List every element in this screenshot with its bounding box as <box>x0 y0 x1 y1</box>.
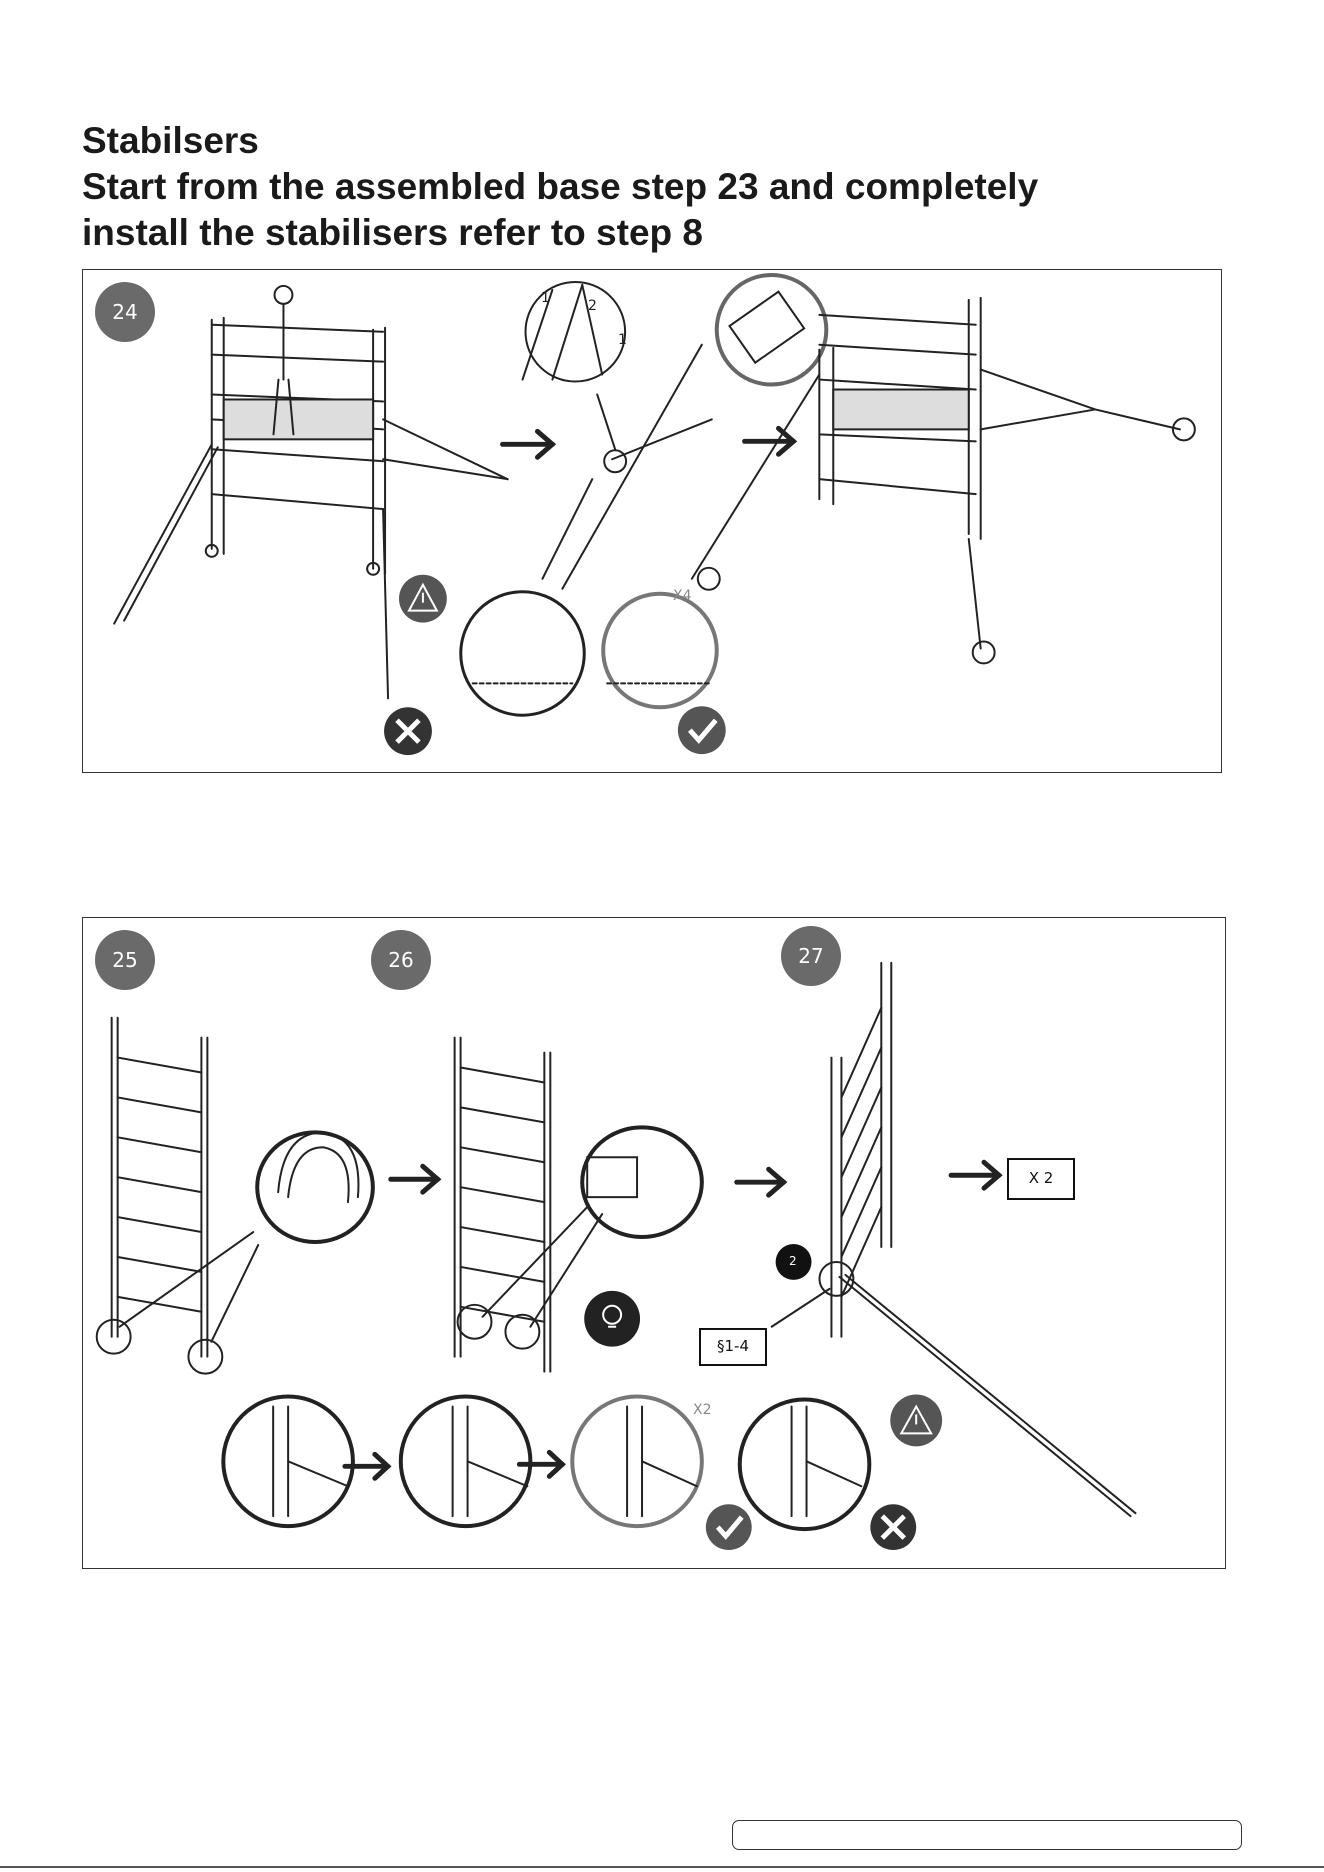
step-badge-25: 25 <box>95 930 155 990</box>
steps-25-27-illustration <box>83 918 1225 1568</box>
ladder-frame-26 <box>455 1038 702 1372</box>
count-box: X 2 <box>1007 1158 1075 1200</box>
heading-line-1: Stabilsers <box>82 118 1242 164</box>
scaffold-tower-right <box>692 298 1195 664</box>
scaffold-tower-left <box>114 286 507 698</box>
footer-box <box>732 1820 1242 1850</box>
callout-number: 2 <box>789 1254 797 1268</box>
step-badge-24: 24 <box>95 282 155 342</box>
cross-icon <box>870 1504 916 1550</box>
multiplier-label: X4 <box>673 588 692 604</box>
check-icon <box>678 706 726 754</box>
check-icon <box>706 1504 752 1550</box>
warning-icon <box>890 1395 942 1447</box>
page-heading: Stabilsers Start from the assembled base… <box>82 118 1242 256</box>
ref-box: §1-4 <box>699 1328 767 1366</box>
multiplier-label: X2 <box>693 1402 712 1418</box>
cross-icon <box>384 707 432 755</box>
arrow-right-icon <box>503 428 794 457</box>
bottom-rule <box>0 1866 1324 1868</box>
heading-line-2: Start from the assembled base step 23 an… <box>82 164 1242 210</box>
foot-detail-correct <box>603 594 717 708</box>
lightbulb-icon <box>584 1291 640 1347</box>
step-24-panel: 24 X4 1 2 1 <box>82 269 1222 773</box>
steps-25-27-panel: 25 26 27 X 2 §1-4 2 X2 <box>82 917 1226 1569</box>
foot-detail-wrong <box>461 592 585 716</box>
detail-number: 1 <box>618 332 627 348</box>
heading-line-3: install the stabilisers refer to step 8 <box>82 210 1242 256</box>
detail-number: 1 <box>541 290 550 306</box>
ladder-frame-25 <box>97 1018 373 1374</box>
ladder-frame-27 <box>772 963 1136 1516</box>
warning-icon <box>399 575 447 623</box>
stabiliser-parts <box>523 282 712 589</box>
step-24-illustration <box>83 270 1221 772</box>
step-badge-26: 26 <box>371 930 431 990</box>
detail-number: 2 <box>588 298 597 314</box>
step-badge-27: 27 <box>781 926 841 986</box>
clip-detail <box>729 292 804 363</box>
